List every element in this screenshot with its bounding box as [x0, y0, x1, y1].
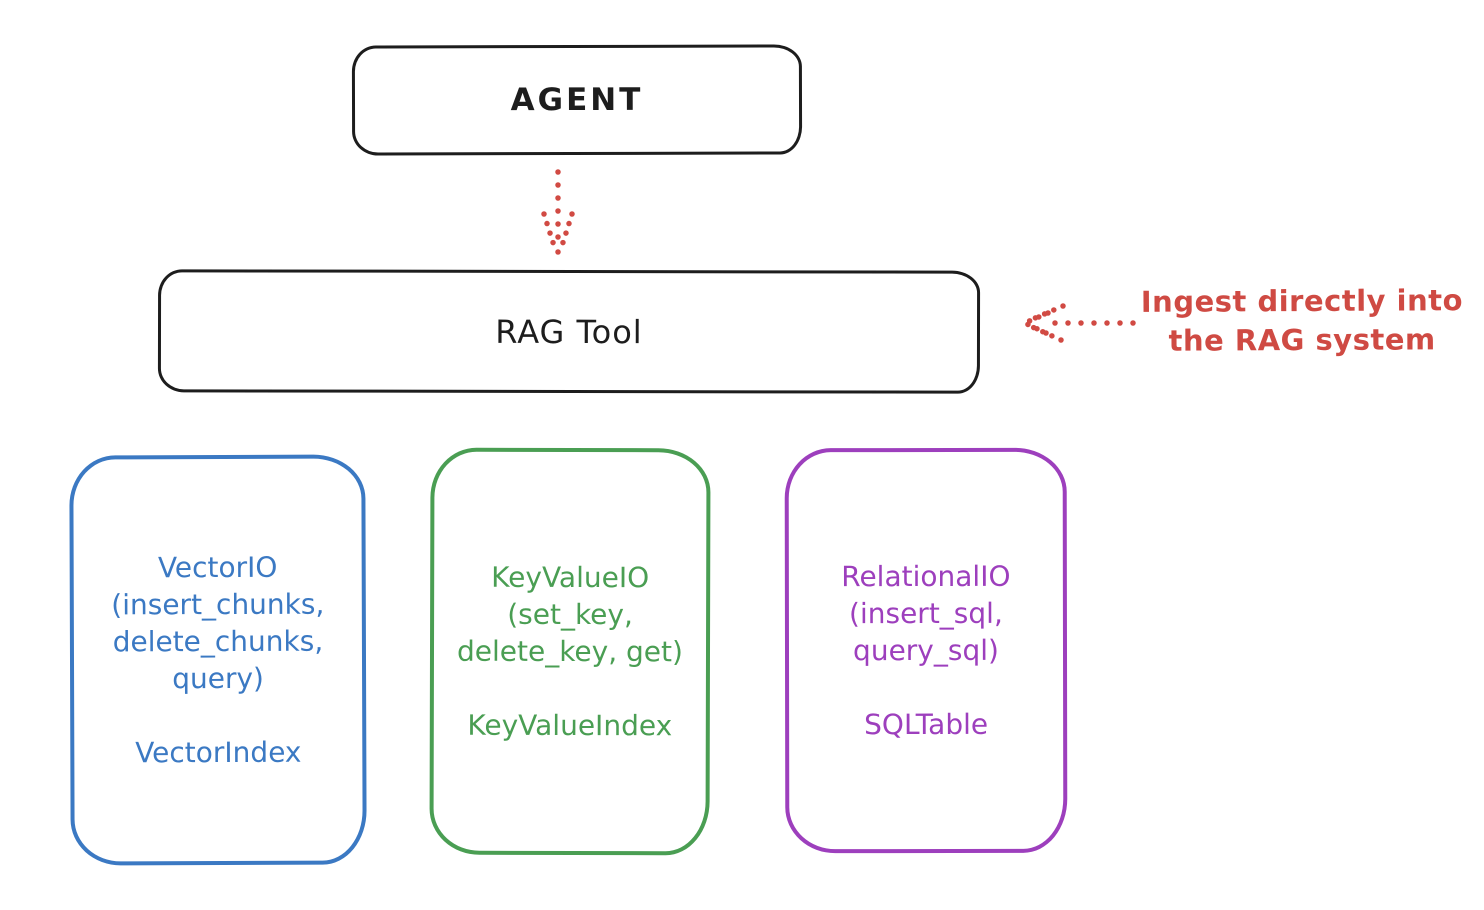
vector-io-group: VectorIO (insert_chunks, delete_chunks, …	[111, 549, 325, 698]
rag-tool-node: RAG Tool	[157, 269, 981, 394]
keyvalue-index-label: KeyValueIndex	[467, 708, 673, 743]
rag-tool-label: RAG Tool	[495, 312, 643, 351]
keyvalue-store-node: KeyValueIO (set_key, delete_key, get) Ke…	[429, 447, 711, 856]
relational-store-node: RelationalIO (insert_sql, query_sql) SQL…	[784, 447, 1068, 854]
keyvalue-io-line: (set_key,	[507, 597, 633, 632]
relational-io-group: RelationalIO (insert_sql, query_sql)	[841, 558, 1010, 669]
ingest-annotation-line2: the RAG system	[1168, 322, 1436, 358]
vector-io-line: delete_chunks,	[112, 624, 324, 659]
ingest-annotation: Ingest directly into the RAG system	[1120, 281, 1484, 361]
keyvalue-io-group: KeyValueIO (set_key, delete_key, get)	[457, 559, 683, 671]
vector-index-label: VectorIndex	[135, 735, 302, 770]
annotation-to-rag-arrow	[1024, 303, 1136, 343]
vector-io-line: (insert_chunks,	[111, 587, 325, 622]
agent-label: AGENT	[510, 81, 644, 119]
agent-to-rag-arrow	[541, 169, 575, 265]
ingest-annotation-line1: Ingest directly into	[1140, 283, 1464, 319]
vector-store-node: VectorIO (insert_chunks, delete_chunks, …	[69, 454, 367, 866]
relational-index-label: SQLTable	[864, 707, 989, 742]
relational-io-line: query_sql)	[853, 633, 999, 668]
keyvalue-io-line: KeyValueIO	[491, 560, 650, 595]
keyvalue-io-line: delete_key, get)	[456, 634, 684, 669]
vector-io-line: VectorIO	[157, 550, 278, 585]
vector-io-line: query)	[172, 661, 264, 696]
relational-io-line: RelationalIO	[841, 559, 1011, 594]
relational-io-line: (insert_sql,	[849, 596, 1003, 631]
agent-node: AGENT	[351, 44, 803, 156]
